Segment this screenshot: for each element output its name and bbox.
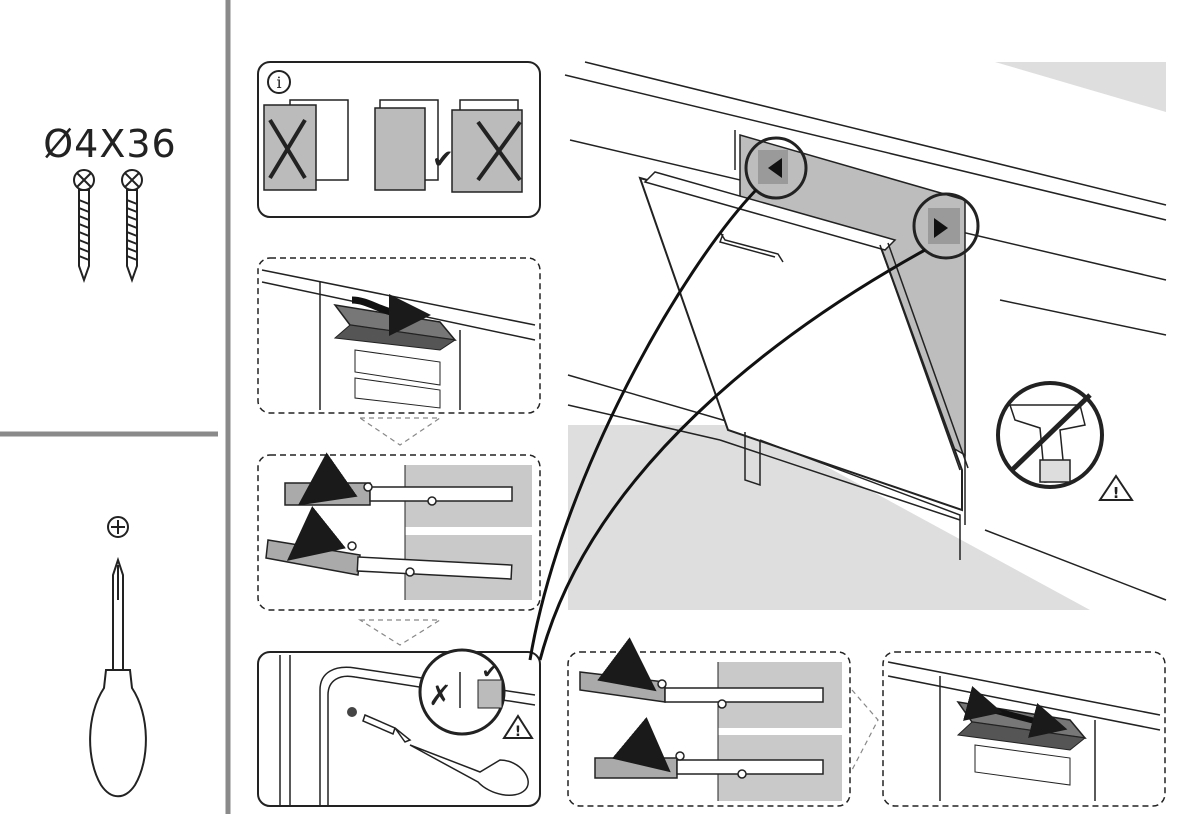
- left-hinge-callout: [744, 136, 808, 200]
- cabinet-correct: ✔: [374, 99, 454, 191]
- door-handle-final-panel: [882, 651, 1166, 807]
- hinge-adjust-panel: [257, 452, 541, 611]
- no-power-drill-icon: [996, 381, 1104, 489]
- screw-spec-label: Ø4X36: [43, 122, 177, 166]
- svg-text:i: i: [276, 73, 281, 92]
- info-panel: i ✔: [257, 61, 541, 218]
- info-icon: i: [267, 70, 291, 94]
- screw-fixing-panel: ✗ ✔ !: [257, 648, 541, 807]
- warning-triangle-icon: !: [502, 714, 534, 740]
- wrong-gap-mark: ✗: [428, 679, 451, 712]
- phillips-screwdriver-icon: [89, 556, 147, 798]
- right-hinge-callout: [912, 192, 980, 260]
- svg-text:✔: ✔: [432, 145, 454, 175]
- svg-text:✔: ✔: [482, 659, 499, 683]
- door-handle-panel: [257, 257, 541, 414]
- cabinet-wrong-1: [263, 99, 349, 191]
- phillips-symbol-icon: [107, 516, 129, 538]
- main-installation-scene: !: [528, 61, 1167, 661]
- warning-triangle-icon: !: [1098, 474, 1134, 502]
- svg-text:!: !: [515, 724, 521, 740]
- cabinet-wrong-2: [451, 99, 523, 193]
- wood-screw-icon: [73, 169, 95, 283]
- hinge-reset-panel: [567, 637, 851, 807]
- svg-text:!: !: [1113, 484, 1120, 502]
- svg-text:✗: ✗: [428, 679, 451, 712]
- wood-screw-icon: [121, 169, 143, 283]
- correct-gap-mark: ✔: [482, 659, 499, 683]
